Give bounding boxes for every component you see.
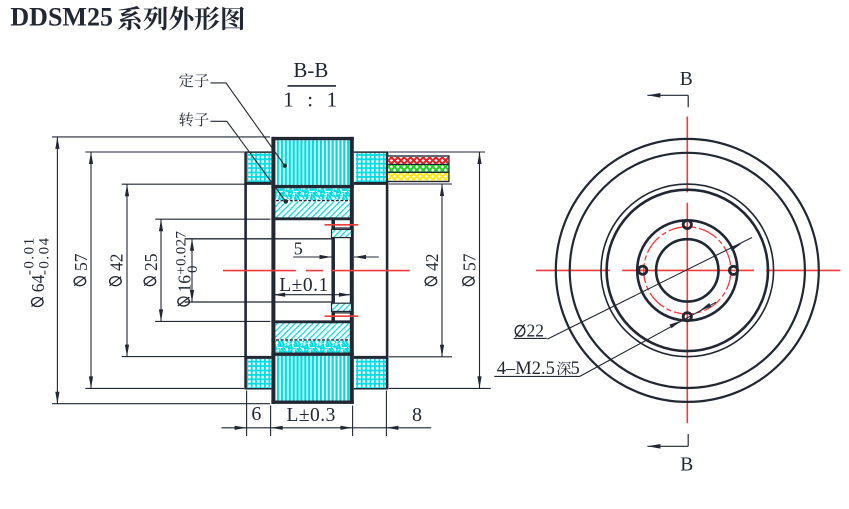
svg-text:B: B <box>680 69 693 90</box>
svg-text:22: 22 <box>527 320 545 340</box>
svg-text:1 : 1: 1 : 1 <box>283 88 338 112</box>
svg-text:+0.027: +0.027 <box>174 231 190 275</box>
svg-text:8: 8 <box>412 404 422 426</box>
svg-text:-0.01: -0.01 <box>22 236 38 275</box>
svg-text:-0.04: -0.04 <box>37 236 53 275</box>
svg-text:25: 25 <box>141 253 161 271</box>
svg-text:57: 57 <box>459 253 479 271</box>
svg-text:B-B: B-B <box>293 58 328 82</box>
svg-text:DDSM25: DDSM25 <box>10 2 113 31</box>
svg-text:5: 5 <box>571 359 580 379</box>
svg-text:0: 0 <box>185 266 201 274</box>
svg-text:B: B <box>680 454 693 475</box>
svg-text:64: 64 <box>28 275 48 293</box>
svg-text:L±0.3: L±0.3 <box>286 405 336 426</box>
svg-text:L±0.1: L±0.1 <box>279 275 329 296</box>
svg-text:5: 5 <box>294 239 303 259</box>
svg-text:4–M2.5: 4–M2.5 <box>497 359 555 379</box>
svg-text:6: 6 <box>251 403 261 425</box>
svg-text:57: 57 <box>71 253 91 271</box>
svg-text:42: 42 <box>422 254 442 272</box>
svg-text:42: 42 <box>106 254 126 272</box>
svg-text:16: 16 <box>175 275 195 293</box>
